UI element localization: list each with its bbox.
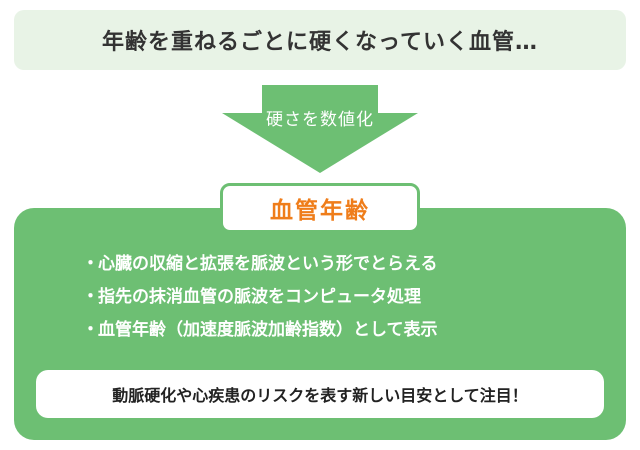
note-text: 動脈硬化や心疾患のリスクを表す新しい目安として注目！ xyxy=(112,386,528,405)
bullet-dot: ・ xyxy=(82,320,99,340)
list-item: ・血管年齢（加速度脈波加齢指数）として表示 xyxy=(82,315,602,348)
arrow-label: 硬さを数値化 xyxy=(266,110,374,130)
bullet-text: 血管年齢（加速度脈波加齢指数）として表示 xyxy=(98,320,438,340)
note-box: 動脈硬化や心疾患のリスクを表す新しい目安として注目！ xyxy=(36,370,604,418)
panel-title: 血管年齢 xyxy=(270,198,370,224)
bullet-list: ・心臓の収縮と拡張を脈波という形でとらえる ・指先の抹消血管の脈波をコンピュータ… xyxy=(82,249,602,348)
bullet-dot: ・ xyxy=(82,287,99,307)
list-item: ・心臓の収縮と拡張を脈波という形でとらえる xyxy=(82,249,602,282)
header-banner: 年齢を重ねるごとに硬くなっていく血管… xyxy=(14,10,626,70)
panel-title-box: 血管年齢 xyxy=(220,183,420,233)
bullet-text: 心臓の収縮と拡張を脈波という形でとらえる xyxy=(98,254,438,274)
list-item: ・指先の抹消血管の脈波をコンピュータ処理 xyxy=(82,282,602,315)
bullet-text: 指先の抹消血管の脈波をコンピュータ処理 xyxy=(98,287,421,307)
header-text: 年齢を重ねるごとに硬くなっていく血管… xyxy=(102,30,538,55)
bullet-dot: ・ xyxy=(82,254,99,274)
